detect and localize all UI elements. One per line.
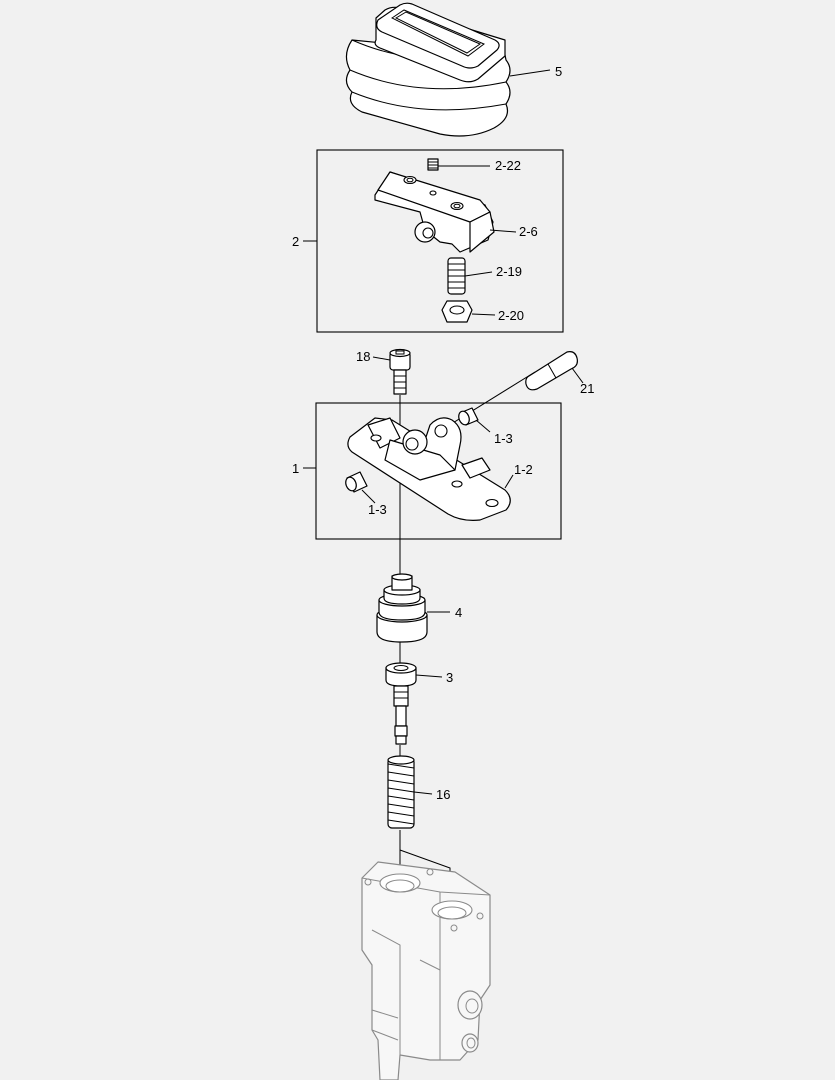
part-1-3-bushing-lower — [345, 471, 368, 493]
callout-2-22: 2-22 — [495, 158, 521, 173]
group-1-box — [315, 402, 562, 540]
callout-18: 18 — [356, 349, 370, 364]
part-3-push-rod — [385, 662, 417, 745]
part-1-2-base-plate — [347, 417, 511, 521]
part-16-spring — [387, 755, 415, 829]
part-1-3-bushing-upper — [458, 407, 479, 426]
callout-1-2: 1-2 — [514, 462, 533, 477]
callout-2: 2 — [292, 234, 299, 249]
callout-3: 3 — [446, 670, 453, 685]
valve-body — [361, 861, 491, 1080]
callout-2-6: 2-6 — [519, 224, 538, 239]
callout-5: 5 — [555, 64, 562, 79]
part-21-pin — [525, 351, 578, 391]
leader-lines — [303, 69, 584, 795]
part-2-22-set-screw — [427, 158, 439, 171]
callout-1: 1 — [292, 461, 299, 476]
callout-4: 4 — [455, 605, 462, 620]
part-2-6-lever-bracket — [374, 171, 495, 253]
callout-labels: 5 2-22 2-6 2 2-19 2-20 18 21 1-3 1 1-2 1… — [292, 64, 594, 802]
part-2-20-lock-nut — [441, 300, 473, 323]
callout-21: 21 — [580, 381, 594, 396]
part-4-guide-plug — [376, 573, 428, 643]
part-5-rubber-boot — [345, 2, 511, 137]
part-18-cap-screw — [389, 348, 411, 395]
callout-16: 16 — [436, 787, 450, 802]
callout-1-3-lower: 1-3 — [368, 502, 387, 517]
part-2-19-adjust-screw — [447, 257, 466, 295]
callout-2-20: 2-20 — [498, 308, 524, 323]
callout-1-3-upper: 1-3 — [494, 431, 513, 446]
callout-2-19: 2-19 — [496, 264, 522, 279]
